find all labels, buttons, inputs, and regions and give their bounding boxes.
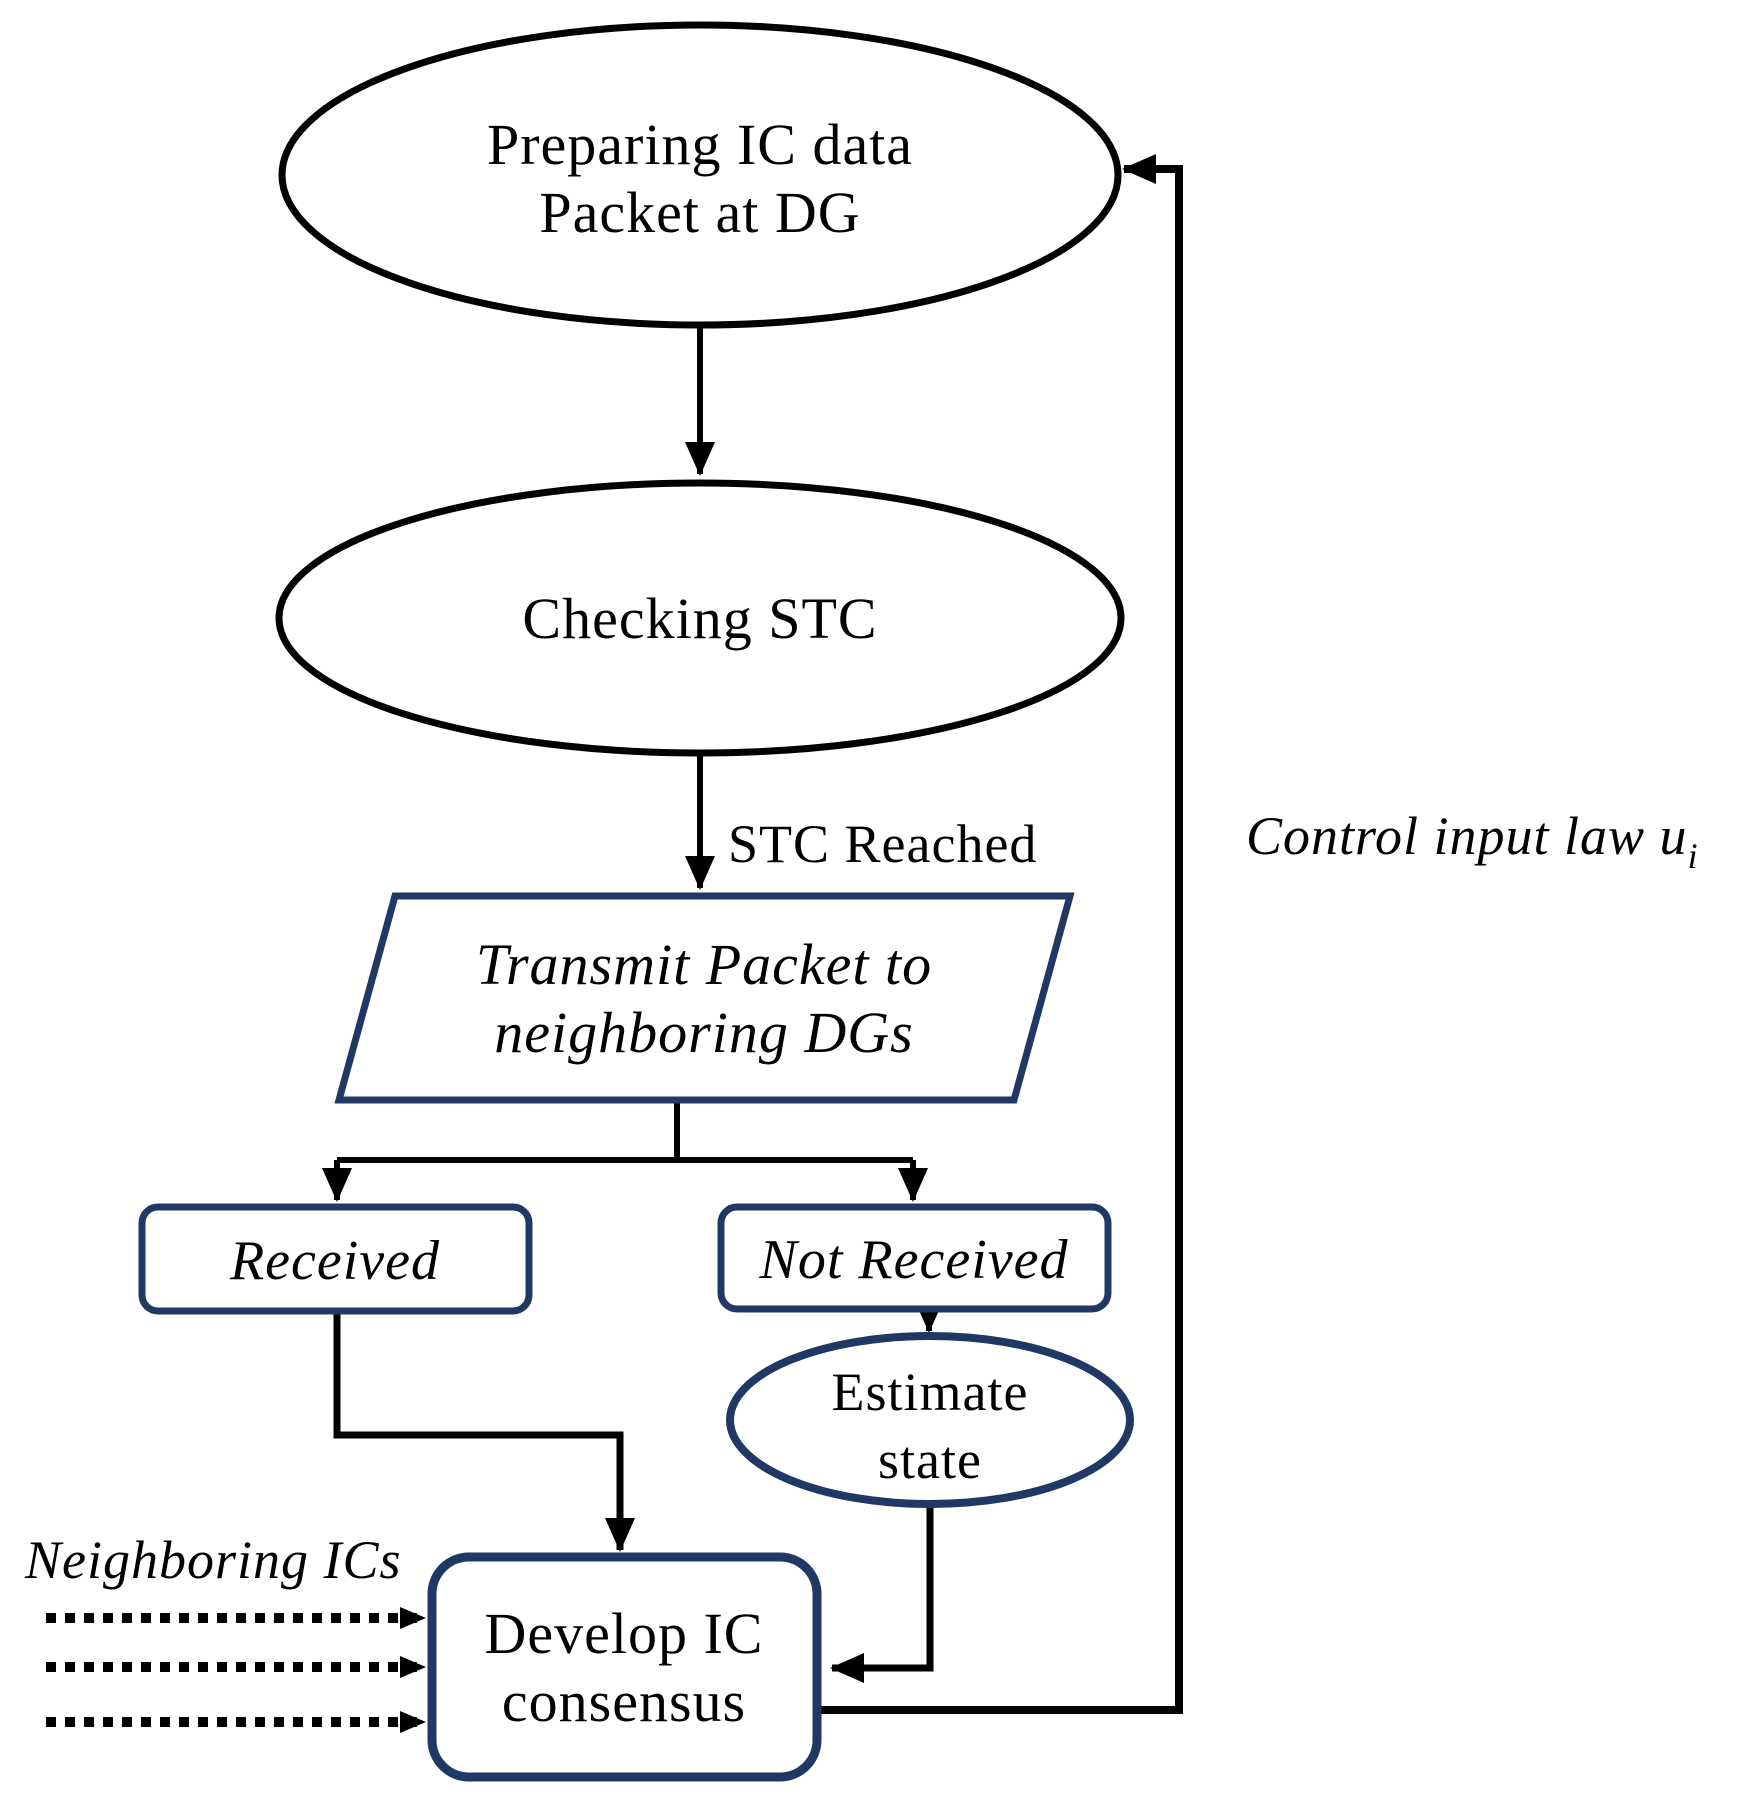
not-received-node-label: Not Received — [759, 1229, 1069, 1291]
stc-reached-label: STC Reached — [728, 814, 1037, 874]
nodes — [138, 21, 1134, 1782]
prepare-node-label-line2: Packet at DG — [539, 180, 860, 245]
edge-transmit-split-bar — [337, 1098, 913, 1163]
estimate-node-label-line1: Estimate — [832, 1362, 1029, 1422]
prepare-node-label-line1: Preparing IC data — [487, 112, 913, 177]
neighboring-ics-label: Neighboring ICs — [24, 1530, 402, 1590]
edge-feedback-develop-to-prepare — [817, 154, 1183, 1714]
develop-node-label-line2: consensus — [502, 1669, 746, 1734]
edge-estimate-to-develop — [830, 1500, 934, 1683]
control-input-law-subscript: i — [1688, 836, 1699, 876]
received-node-label: Received — [229, 1230, 440, 1292]
develop-node-box — [427, 1552, 822, 1782]
checking-node-label: Checking STC — [522, 586, 877, 651]
received-node-box — [138, 1203, 533, 1315]
checking-node-ellipse — [275, 479, 1125, 757]
edges — [46, 154, 1183, 1733]
edge-received-to-develop — [333, 1310, 635, 1552]
transmit-node-label-line2: neighboring DGs — [494, 1000, 913, 1065]
transmit-node-label-line1: Transmit Packet to — [476, 932, 932, 997]
node-labels: Preparing IC data Packet at DG Checking … — [229, 112, 1069, 1734]
transmit-node-parallelogram — [334, 892, 1075, 1104]
control-input-law-label: Control input law ui — [1246, 806, 1699, 876]
estimate-node-ellipse — [726, 1332, 1134, 1508]
develop-node-label-line1: Develop IC — [485, 1601, 764, 1666]
not-received-node-box — [717, 1203, 1112, 1313]
prepare-node-ellipse — [278, 21, 1122, 329]
control-input-law-text: Control input law u — [1246, 806, 1688, 866]
estimate-node-label-line2: state — [878, 1430, 982, 1490]
edge-labels: STC Reached Control input law ui Neighbo… — [24, 806, 1699, 1590]
